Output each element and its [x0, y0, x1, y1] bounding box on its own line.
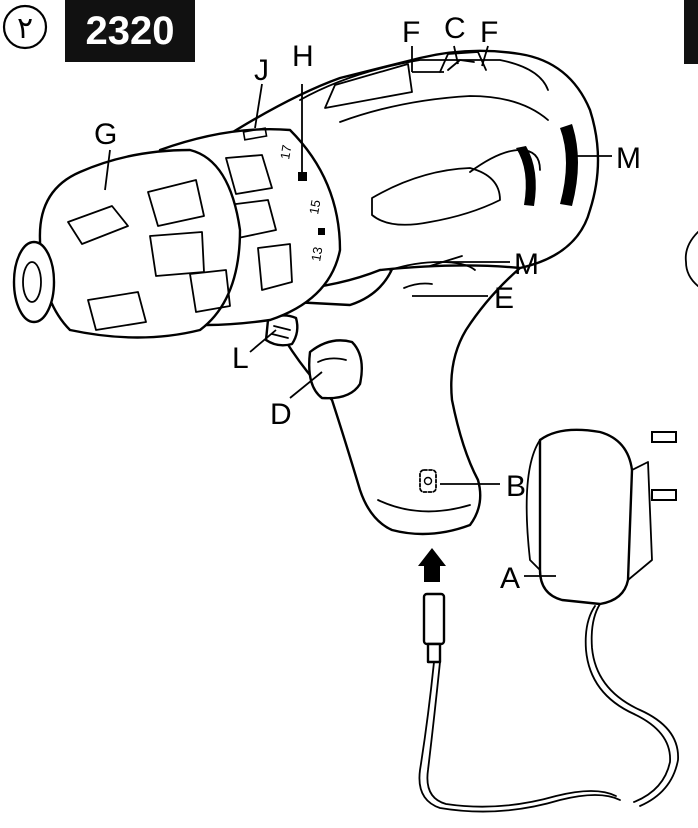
dial-setting-15: 15	[306, 199, 323, 216]
dial-setting-17: 17	[277, 144, 294, 161]
callout-h: H	[292, 40, 314, 73]
callout-d: D	[270, 398, 292, 431]
callout-j: J	[254, 54, 269, 87]
callout-f-right: F	[480, 16, 498, 49]
model-badge: 2320	[65, 0, 195, 62]
dial-setting-13: 13	[308, 246, 325, 263]
edge-mark-bracket	[684, 231, 698, 287]
callout-c: C	[444, 12, 466, 45]
callout-a: A	[500, 562, 520, 595]
charger-plug	[418, 548, 621, 813]
callout-b: B	[506, 470, 526, 503]
edge-mark-top	[684, 0, 698, 64]
callout-f-left: F	[402, 16, 420, 49]
charger-adapter	[525, 428, 679, 807]
model-badge-text: 2320	[86, 9, 175, 53]
page-number-badge: ٢	[2, 4, 48, 50]
callouts: F C F J H G M M E L D B A	[94, 12, 641, 595]
callout-m-mid: M	[514, 248, 539, 281]
callout-m-top: M	[616, 142, 641, 175]
callout-g: G	[94, 118, 117, 151]
callout-e: E	[494, 282, 514, 315]
callout-l: L	[232, 342, 249, 375]
page-number-text: ٢	[17, 11, 33, 46]
chuck	[12, 148, 242, 339]
